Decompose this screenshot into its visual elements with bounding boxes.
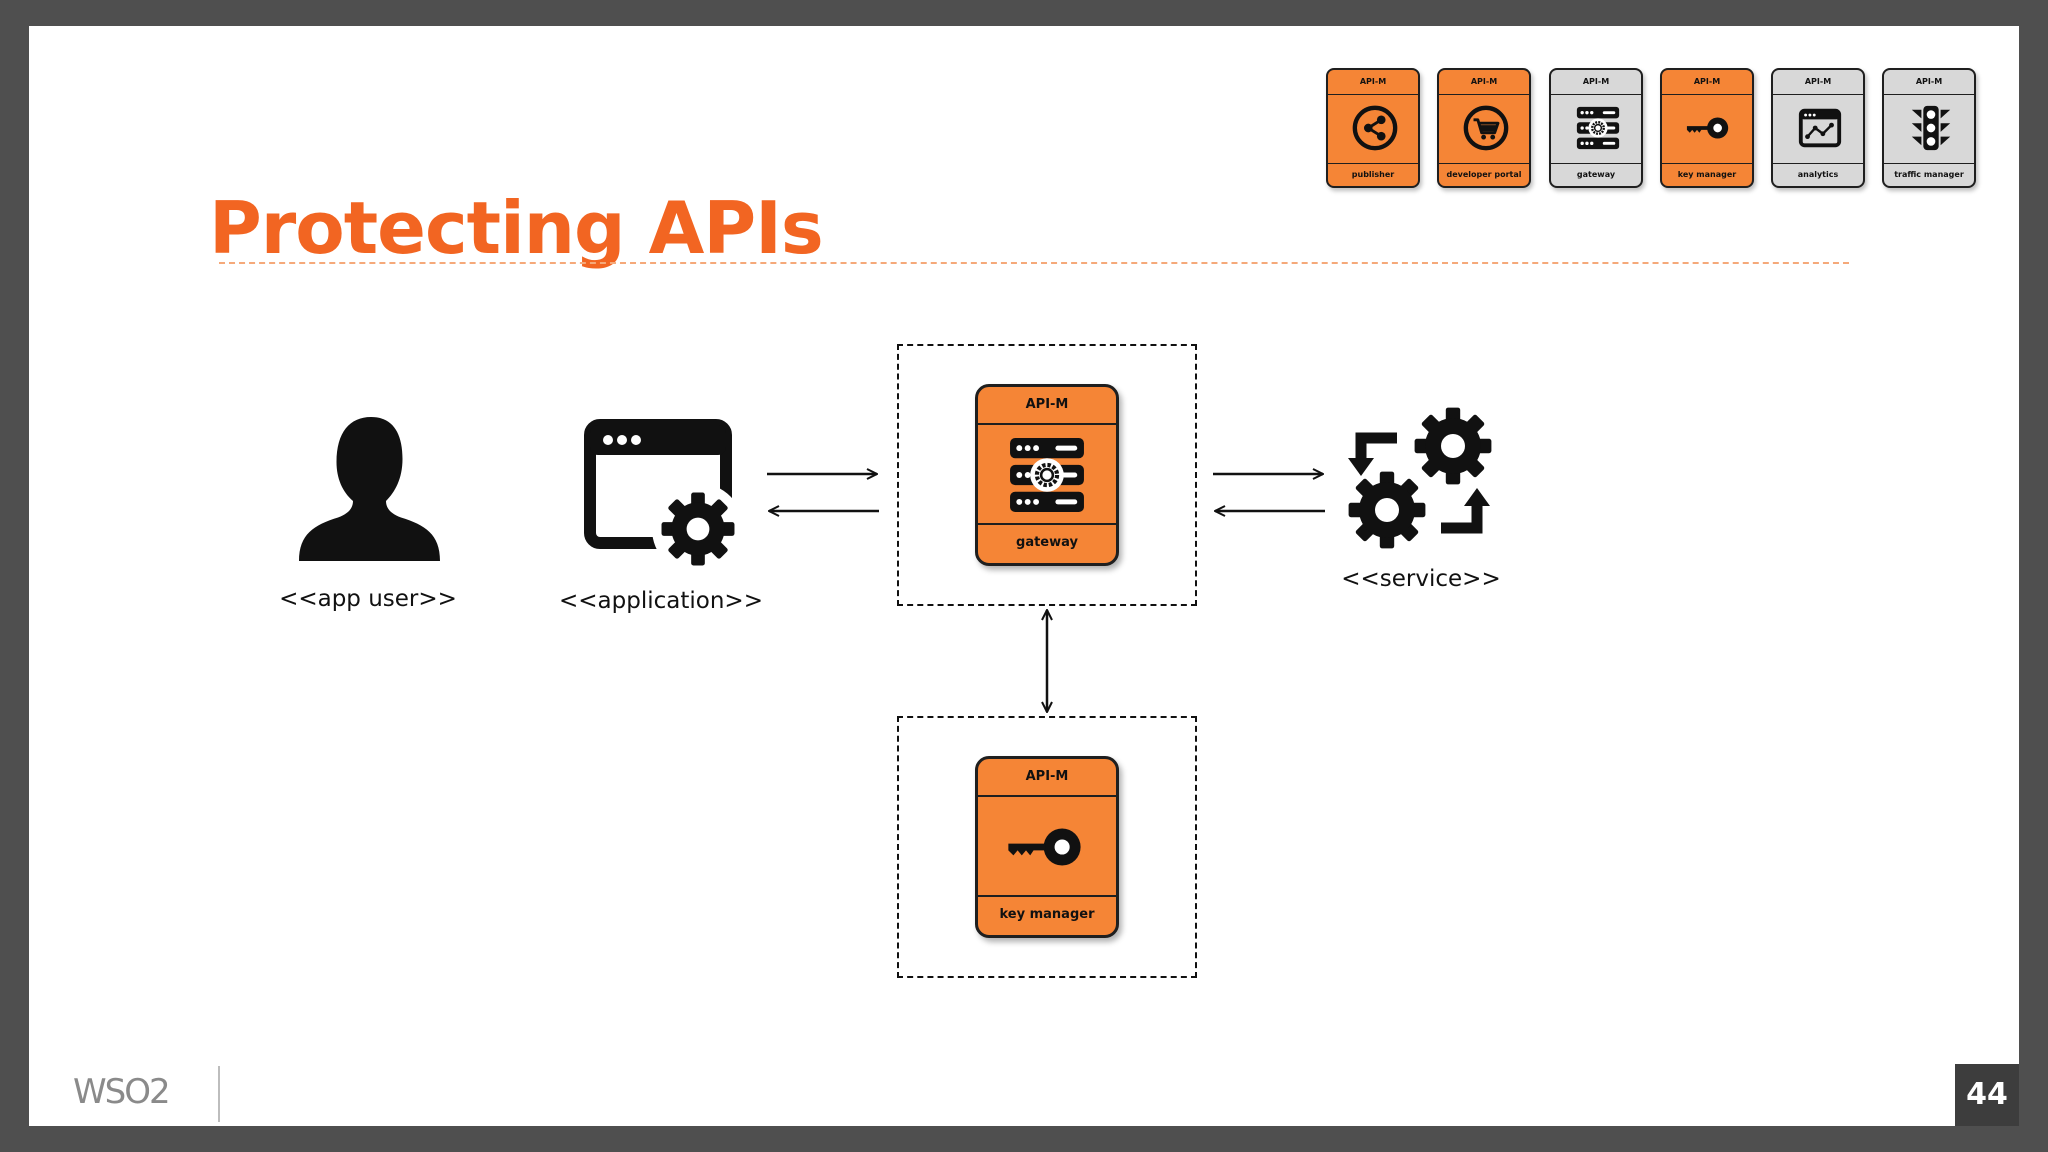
legend-chip-label: gateway — [1551, 163, 1641, 186]
legend-chip-header: API-M — [1662, 70, 1752, 95]
legend-chip-header: API-M — [1884, 70, 1974, 95]
footer-divider — [218, 1066, 220, 1122]
legend-chip-traffic-manager: API-M traffic manager — [1882, 68, 1976, 188]
gateway-card-label: gateway — [978, 523, 1116, 563]
key-manager-card: API-M key manager — [975, 756, 1119, 938]
traffic-light-icon — [1907, 104, 1955, 152]
gateway-card: API-M gateway — [975, 384, 1119, 566]
app-window-gear-icon — [584, 419, 744, 574]
key-manager-card-header: API-M — [978, 759, 1116, 797]
legend-chip-label: publisher — [1328, 163, 1418, 186]
app-user-label: <<app user>> — [279, 586, 457, 612]
analytics-window-icon — [1796, 104, 1844, 152]
legend-chip-label: analytics — [1773, 163, 1863, 186]
key-manager-card-label: key manager — [978, 895, 1116, 935]
legend-chip-gateway: API-M gateway — [1549, 68, 1643, 188]
service-label: <<service>> — [1341, 566, 1501, 592]
share-icon — [1351, 104, 1399, 152]
gateway-card-header: API-M — [978, 387, 1116, 425]
key-manager-boundary — [897, 716, 1197, 978]
key-icon — [1005, 805, 1089, 889]
legend-chip-label: traffic manager — [1884, 163, 1974, 186]
user-silhouette-icon — [293, 411, 443, 561]
slide-title: Protecting APIs — [209, 186, 824, 270]
legend-chip-header: API-M — [1773, 70, 1863, 95]
legend-chip-header: API-M — [1439, 70, 1529, 95]
gateway-boundary — [897, 344, 1197, 606]
legend-chip-header: API-M — [1328, 70, 1418, 95]
legend-chip-header: API-M — [1551, 70, 1641, 95]
application-label: <<application>> — [559, 588, 763, 614]
component-legend: API-M publisher API-M developer portal A… — [1326, 68, 1976, 190]
key-icon — [1685, 104, 1733, 152]
legend-chip-key-manager: API-M key manager — [1660, 68, 1754, 188]
slide: Protecting APIs API-M publisher API-M de… — [29, 26, 2019, 1126]
legend-chip-analytics: API-M analytics — [1771, 68, 1865, 188]
gears-cycle-icon — [1348, 407, 1492, 549]
page-number: 44 — [1955, 1064, 2019, 1126]
legend-chip-developer-portal: API-M developer portal — [1437, 68, 1531, 188]
wso2-logo: WSO2 — [73, 1072, 171, 1112]
legend-chip-label: key manager — [1662, 163, 1752, 186]
server-gear-icon — [1574, 104, 1622, 152]
server-gear-icon — [1005, 433, 1089, 517]
title-divider — [219, 262, 1849, 264]
cart-icon — [1462, 104, 1510, 152]
legend-chip-publisher: API-M publisher — [1326, 68, 1420, 188]
legend-chip-label: developer portal — [1439, 163, 1529, 186]
